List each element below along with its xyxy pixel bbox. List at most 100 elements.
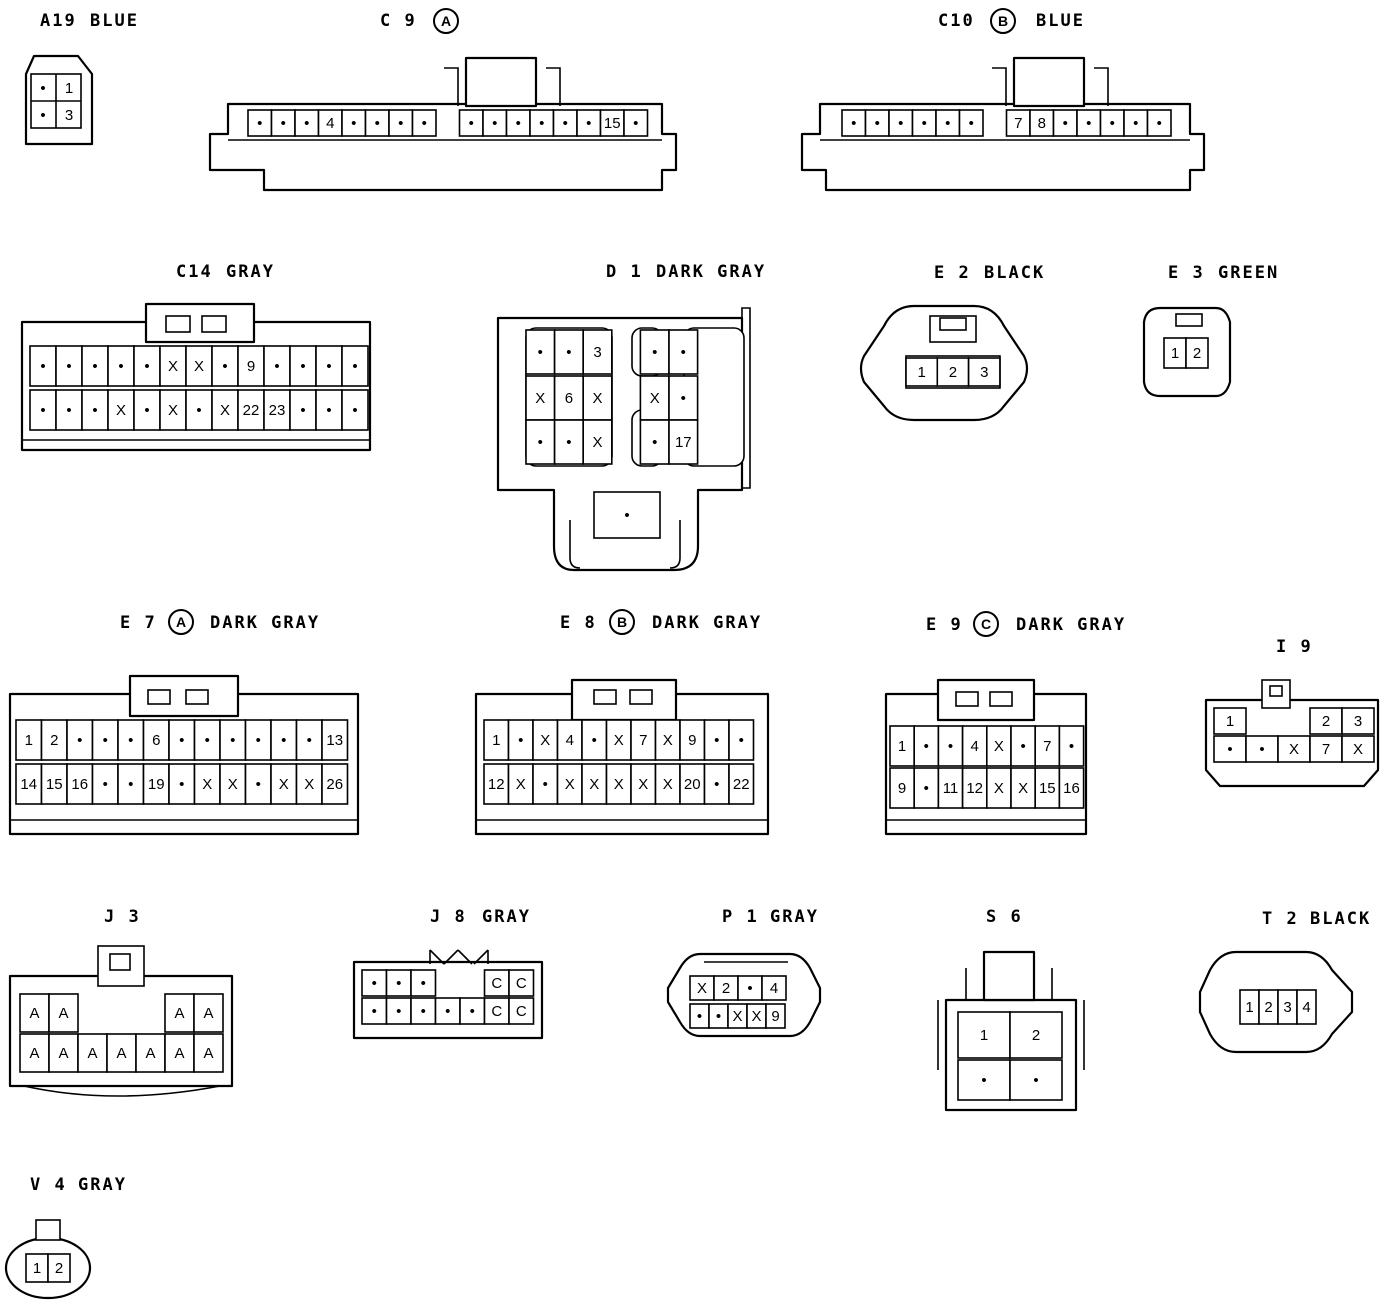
e7-pin-label: X bbox=[202, 776, 212, 793]
c9-pin-label: • bbox=[398, 115, 403, 132]
i9-pin-label: X bbox=[1289, 741, 1299, 758]
c10-pin-label: • bbox=[922, 115, 927, 132]
label-j8-color: GRAY bbox=[482, 907, 531, 927]
c10-pin-label: • bbox=[898, 115, 903, 132]
e8-pin-cell bbox=[581, 719, 608, 761]
j3-pin-label: A bbox=[174, 1005, 184, 1022]
p1-pin-label: • bbox=[747, 980, 752, 997]
d1-pin-label: • bbox=[566, 434, 571, 451]
j8-pin-label: C bbox=[516, 1003, 527, 1020]
label-e8-color: DARK GRAY bbox=[652, 613, 762, 633]
d1-pin-cell bbox=[668, 375, 699, 421]
pin-a19-2: 1 bbox=[65, 80, 73, 97]
e8-pin-label: 1 bbox=[492, 732, 500, 749]
c10-pin-label: • bbox=[1110, 115, 1115, 132]
label-e9-color: DARK GRAY bbox=[1016, 615, 1126, 635]
p1-pin-label: 9 bbox=[771, 1008, 779, 1025]
d1-pin-label: • bbox=[681, 344, 686, 361]
e8-pin-label: X bbox=[638, 776, 648, 793]
p1-pin-cell bbox=[765, 1003, 786, 1029]
e8-pin-cell bbox=[728, 763, 755, 805]
d1-pin-cell bbox=[582, 419, 613, 465]
e7-pin-cell bbox=[193, 763, 221, 805]
c14-pin-label: • bbox=[352, 402, 357, 419]
label-d1-id: D 1 bbox=[606, 262, 643, 282]
label-p1-color: GRAY bbox=[770, 907, 819, 927]
e7-pin-cell bbox=[117, 763, 145, 805]
e9-pin-label: 9 bbox=[898, 780, 906, 797]
c14-pin-label: • bbox=[144, 358, 149, 375]
j8-pin-label: • bbox=[421, 975, 426, 992]
e8-pin-cell bbox=[654, 763, 681, 805]
j3-pin-cell bbox=[77, 1033, 108, 1073]
c10-pin-label: • bbox=[1086, 115, 1091, 132]
label-j3-id: J 3 bbox=[104, 907, 141, 927]
e8-pin-label: • bbox=[714, 776, 719, 793]
p1-pin-label: • bbox=[716, 1008, 721, 1025]
e8-pin-label: X bbox=[589, 776, 599, 793]
j3-pin-label: A bbox=[29, 1005, 39, 1022]
c14-pin-cell bbox=[315, 389, 343, 431]
pin-a19-4: 3 bbox=[65, 107, 73, 124]
c14-pin-cell bbox=[159, 345, 187, 387]
c14-pin-cell bbox=[133, 389, 161, 431]
s6-pin-cell bbox=[957, 1059, 1011, 1101]
p1-pin-label: X bbox=[697, 980, 707, 997]
label-e9-id: E 9 bbox=[926, 615, 963, 635]
e7-pin-cell bbox=[270, 763, 298, 805]
c14-pin-label: X bbox=[220, 402, 230, 419]
label-e3-color: GREEN bbox=[1218, 263, 1279, 283]
c14-pin-label: • bbox=[300, 358, 305, 375]
c14-pin-cell bbox=[55, 389, 83, 431]
c14-pin-cell bbox=[263, 345, 291, 387]
label-e7-id: E 7 bbox=[120, 613, 157, 633]
e3-pin-label: 2 bbox=[1193, 345, 1201, 362]
e3-pin-label: 1 bbox=[1171, 345, 1179, 362]
e9-pin-label: • bbox=[924, 780, 929, 797]
e7-pin-label: • bbox=[205, 732, 210, 749]
e9-pin-label: 11 bbox=[943, 780, 959, 797]
v4-pin-label: 2 bbox=[55, 1260, 63, 1277]
d1-pin-label: X bbox=[592, 390, 602, 407]
e8-pin-label: 12 bbox=[488, 776, 505, 793]
s6-pin-cell bbox=[1009, 1011, 1063, 1059]
e8-pin-label: 22 bbox=[733, 776, 750, 793]
d1-pin-label: 3 bbox=[593, 344, 601, 361]
j3-pin-cell bbox=[135, 1033, 166, 1073]
c9-pin-label: • bbox=[375, 115, 380, 132]
e7-pin-label: 1 bbox=[25, 732, 33, 749]
p1-pin-cell bbox=[713, 975, 739, 1001]
label-e8-id: E 8 bbox=[560, 613, 597, 633]
j3-pin-label: A bbox=[145, 1045, 155, 1062]
c9-pin-label: • bbox=[539, 115, 544, 132]
e8-pin-cell bbox=[532, 763, 559, 805]
e8-pin-cell bbox=[605, 763, 632, 805]
e9-pin-label: • bbox=[1020, 738, 1025, 755]
e7-pin-label: • bbox=[128, 776, 133, 793]
j3-pin-label: A bbox=[58, 1005, 68, 1022]
e7-pin-label: • bbox=[230, 732, 235, 749]
c9-pin-label: • bbox=[351, 115, 356, 132]
j3-pin-cell bbox=[48, 1033, 79, 1073]
e2-pin-cell bbox=[905, 357, 939, 387]
c14-pin-label: 22 bbox=[243, 402, 260, 419]
c9-pin-label: 4 bbox=[326, 115, 334, 132]
i9-pin-cell bbox=[1341, 735, 1375, 763]
e7-pin-cell bbox=[117, 719, 145, 761]
c14-pin-label: • bbox=[326, 358, 331, 375]
e7-pin-label: X bbox=[304, 776, 314, 793]
c14-pin-label: X bbox=[194, 358, 204, 375]
c14-pin-cell bbox=[289, 345, 317, 387]
e8-pin-label: X bbox=[516, 776, 526, 793]
e8-pin-label: X bbox=[565, 776, 575, 793]
c9-pin-label: • bbox=[633, 115, 638, 132]
c14-pin-label: • bbox=[118, 358, 123, 375]
e9-pin-label: 1 bbox=[898, 738, 906, 755]
d1-bottom-pin: • bbox=[624, 507, 629, 524]
d1-pin-label: 17 bbox=[675, 434, 692, 451]
